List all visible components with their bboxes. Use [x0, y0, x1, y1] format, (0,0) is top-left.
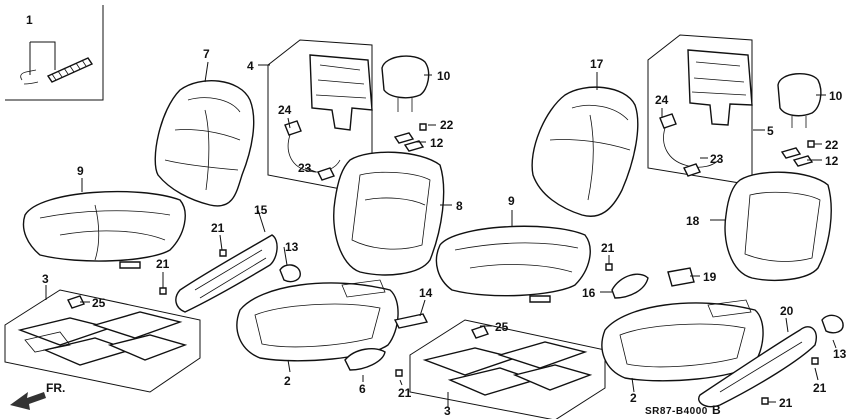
right-heater-mat-box — [409, 319, 606, 419]
right-seatback-cover — [531, 86, 639, 217]
callout-1: 1 — [26, 13, 33, 27]
callout-20: 20 — [780, 304, 794, 318]
right-screws — [761, 357, 819, 405]
callout-13-right: 13 — [833, 347, 847, 361]
callout-3-left: 3 — [42, 272, 49, 286]
callout-21-a: 21 — [211, 221, 225, 235]
callout-14: 14 — [419, 286, 433, 300]
right-heater-box — [647, 34, 753, 186]
callout-17: 17 — [590, 57, 604, 71]
left-headrest-guides — [393, 123, 427, 152]
right-seatback-frame — [724, 171, 832, 281]
left-seatback-cover — [154, 80, 255, 207]
callout-25-right: 25 — [495, 320, 509, 334]
callout-7: 7 — [203, 47, 210, 61]
left-recliner-cover — [175, 234, 278, 313]
leader-lines — [45, 61, 837, 408]
callout-21-e: 21 — [813, 381, 827, 395]
callout-labels: 1 7 4 10 24 22 12 23 9 8 15 13 21 21 3 2… — [26, 13, 847, 418]
callout-23-left: 23 — [298, 161, 312, 175]
right-headrest — [777, 73, 822, 128]
callout-9-left: 9 — [77, 164, 84, 178]
left-heater-mat — [17, 311, 188, 366]
right-recline-knob — [821, 314, 844, 334]
callout-12-left: 12 — [430, 136, 444, 150]
callout-10-left: 10 — [437, 69, 451, 83]
callout-16: 16 — [582, 286, 596, 300]
callout-22-left: 22 — [440, 118, 454, 132]
right-recliner-cover — [698, 326, 817, 408]
callout-21-b: 21 — [156, 257, 170, 271]
callout-24-right: 24 — [655, 93, 669, 107]
callout-10-right: 10 — [829, 89, 843, 103]
callout-5: 5 — [767, 124, 774, 138]
callout-6: 6 — [359, 382, 366, 396]
right-seat-cushion — [435, 225, 591, 303]
front-direction-label: FR. — [46, 381, 65, 395]
left-headrest — [381, 55, 430, 112]
diagram-code-suffix: B — [712, 403, 721, 417]
left-rail-bracket — [344, 313, 429, 371]
right-heater-connector — [659, 113, 721, 177]
callout-9-right: 9 — [508, 194, 515, 208]
callout-22-right: 22 — [825, 138, 839, 152]
callout-3-right: 3 — [444, 404, 451, 418]
left-heater-mat-box — [4, 289, 201, 393]
front-direction-arrow — [10, 392, 46, 410]
callout-18: 18 — [686, 214, 700, 228]
left-heater-pad — [309, 54, 373, 131]
left-screws — [159, 249, 403, 377]
callout-23-right: 23 — [710, 152, 724, 166]
left-heater-box — [267, 39, 373, 196]
left-recline-knob — [279, 264, 301, 283]
callout-8: 8 — [456, 199, 463, 213]
left-seat-cushion — [22, 190, 186, 269]
callout-21-c: 21 — [398, 386, 412, 400]
callout-2-right: 2 — [630, 391, 637, 405]
callout-2-left: 2 — [284, 374, 291, 388]
callout-4: 4 — [247, 59, 254, 73]
callout-21-f: 21 — [779, 396, 793, 410]
right-lever-parts — [605, 263, 695, 299]
left-seat-frame — [236, 279, 399, 362]
right-heater-mat — [422, 341, 593, 396]
callout-15: 15 — [254, 203, 268, 217]
callout-25-left: 25 — [92, 296, 106, 310]
right-heater-pad — [687, 49, 753, 126]
callout-24-left: 24 — [278, 103, 292, 117]
callout-13-left: 13 — [285, 240, 299, 254]
left-seatback-frame — [333, 151, 445, 276]
right-headrest-guides — [780, 140, 815, 167]
inset-box-clips — [5, 5, 104, 101]
seat-clip-icon — [20, 57, 94, 85]
callout-21-d: 21 — [601, 241, 615, 255]
diagram-code: SR87-B4000 — [645, 406, 708, 417]
callout-19: 19 — [703, 270, 717, 284]
callout-12-right: 12 — [825, 154, 839, 168]
